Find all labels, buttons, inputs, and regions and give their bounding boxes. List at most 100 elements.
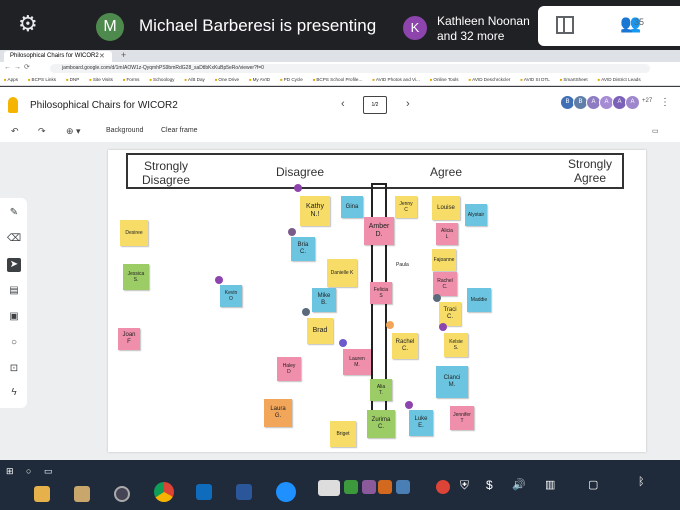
sticky-note[interactable]: Alicia L (436, 223, 458, 245)
bookmark[interactable]: BCPS Links (28, 77, 57, 82)
bookmark[interactable]: Apps (4, 77, 18, 82)
outlook-icon[interactable] (196, 484, 212, 500)
viewer-summary[interactable]: Kathleen Noonan and 32 more (437, 14, 530, 44)
sticky-note[interactable]: Danielle K (327, 259, 357, 287)
bookmark[interactable]: Online Tools (430, 77, 458, 82)
bookmark[interactable]: One Drive (215, 77, 239, 82)
background-button[interactable]: Background (106, 127, 144, 134)
bookmark[interactable]: BCPS School Profile... (313, 77, 362, 82)
jam-title[interactable]: Philosophical Chairs for WICOR2 (30, 100, 178, 111)
select-icon[interactable]: ➤ (7, 258, 21, 272)
search-icon[interactable]: ⊞ (6, 466, 14, 476)
sticky-note[interactable]: Bria C. (291, 237, 315, 261)
file-explorer-icon[interactable] (34, 486, 50, 502)
bookmark[interactable]: A/B Day (184, 77, 205, 82)
bookmark[interactable]: Schoology (149, 77, 174, 82)
circle-icon[interactable]: ○ (10, 337, 18, 348)
bookmark[interactable]: AVID Photos and Vi... (372, 77, 420, 82)
bookmark[interactable]: DNP (66, 77, 80, 82)
sticky-note[interactable]: Clanci M. (436, 366, 468, 398)
sticky-note[interactable]: Jenny C (395, 196, 417, 218)
text-box[interactable]: Paula (396, 262, 409, 268)
bookmark[interactable]: Forms (123, 77, 139, 82)
store-icon[interactable] (74, 486, 90, 502)
sticky-note[interactable]: Fajoanne (432, 249, 456, 271)
task-view-icon[interactable]: ▭ (44, 466, 53, 476)
bookmark[interactable]: AVID Deschrckcler (469, 77, 510, 82)
sticky-note[interactable]: Gina (341, 196, 363, 218)
edge-icon[interactable] (276, 482, 296, 502)
sticky-note[interactable]: Alia T. (370, 379, 392, 401)
pen-icon[interactable]: ✎ (9, 207, 19, 218)
sticky-note[interactable]: Traci C. (439, 302, 461, 326)
sticky-note[interactable]: Zurima C. (367, 410, 395, 438)
chrome-icon[interactable] (436, 480, 450, 494)
bookmark[interactable]: Site Visits (89, 77, 113, 82)
gear-icon[interactable]: ⚙ (18, 11, 38, 36)
sticky-note[interactable]: Luke E. (409, 410, 433, 436)
bookmark[interactable]: PD Cycle (280, 77, 303, 82)
word-icon[interactable] (236, 484, 252, 500)
sticky-note[interactable]: Jennifer T (450, 406, 474, 430)
bookmark[interactable]: SmartSheet (560, 77, 587, 82)
sticky-note[interactable]: Rachel C. (433, 272, 457, 296)
sticky-note[interactable]: Laura G. (264, 399, 292, 427)
sticky-note[interactable]: Kathy N.! (300, 196, 330, 226)
frame-indicator[interactable]: 1/2 (363, 96, 387, 114)
sticky-note[interactable]: Alystair (465, 204, 487, 226)
people-icon[interactable]: 👥 (620, 14, 642, 33)
app-icon[interactable] (114, 486, 130, 502)
bookmark[interactable]: My AVID (249, 77, 271, 82)
zoom-icon[interactable]: ⊕ ▾ (66, 126, 81, 136)
sticky-note[interactable]: Maddie (467, 288, 491, 312)
sticky-note[interactable]: Desiree (120, 220, 148, 246)
sticky-note[interactable]: Rachel C. (392, 333, 418, 359)
nav-buttons[interactable]: ←→⟳ (4, 64, 33, 71)
sticky-note[interactable]: Louise (432, 196, 460, 220)
address-bar[interactable]: jamboard.google.com/d/1mIAOW1z-QyqmhPS9b… (50, 64, 650, 73)
comment-icon[interactable]: ▭ (652, 128, 659, 135)
sticky-note[interactable]: Joan F (118, 328, 140, 350)
prev-frame-icon[interactable]: ‹ (341, 98, 345, 110)
text-box-icon[interactable]: ⊡ (9, 363, 19, 374)
bookmark[interactable]: AVID District Leads (598, 77, 640, 82)
shield-icon[interactable]: ⛨ (460, 478, 470, 492)
browser-tab[interactable]: Philosophical Chairs for WICOR2 (4, 51, 112, 62)
collaborator-count[interactable]: +27 (642, 98, 653, 104)
layout-icon[interactable] (556, 16, 574, 34)
sticky-note[interactable]: Kelsie S. (444, 333, 468, 357)
eraser-icon[interactable]: ⌫ (7, 233, 22, 244)
sticky-note[interactable]: Haley D (277, 357, 301, 381)
dollar-icon[interactable]: $ (486, 478, 493, 492)
laser-icon[interactable]: ϟ (11, 387, 17, 398)
bluetooth-icon[interactable]: ᛒ (638, 476, 645, 488)
notification-icon[interactable]: ▢ (588, 479, 599, 491)
close-icon[interactable]: ✕ (99, 53, 105, 60)
next-frame-icon[interactable]: › (406, 98, 410, 110)
app-icon[interactable] (344, 480, 358, 494)
clear-frame-button[interactable]: Clear frame (161, 127, 198, 134)
sticky-note[interactable]: Briget (330, 421, 356, 447)
undo-icon[interactable]: ↶ (11, 126, 19, 136)
redo-icon[interactable]: ↷ (38, 126, 46, 136)
image-icon[interactable]: ▣ (9, 311, 19, 322)
new-tab-icon[interactable]: + (121, 50, 127, 60)
bookmark[interactable]: AVID SI DTL (520, 77, 550, 82)
app-icon[interactable] (396, 480, 410, 494)
sticky-note[interactable]: Lauren M. (343, 349, 371, 375)
volume-icon[interactable]: 🔊 (512, 479, 526, 491)
sticky-note[interactable]: Mike B. (312, 288, 336, 312)
sticky-note[interactable]: Felicia S (370, 282, 392, 304)
search-icon[interactable]: ○ (26, 466, 32, 476)
sticky-note[interactable]: Jessica S. (123, 264, 149, 290)
more-options-icon[interactable]: ⋮ (660, 97, 670, 108)
collaborator-avatar[interactable]: A (625, 95, 640, 110)
spectrum-banner[interactable]: Strongly Disagree Disagree Agree Strongl… (126, 153, 624, 189)
sticky-note[interactable]: Brad (307, 318, 333, 344)
app-icon[interactable] (378, 480, 392, 494)
app-icon[interactable] (362, 480, 376, 494)
chrome-icon[interactable] (154, 482, 174, 502)
sticky-note[interactable]: Kevin O (220, 285, 242, 307)
sticky-note-icon[interactable]: ▤ (9, 285, 19, 296)
